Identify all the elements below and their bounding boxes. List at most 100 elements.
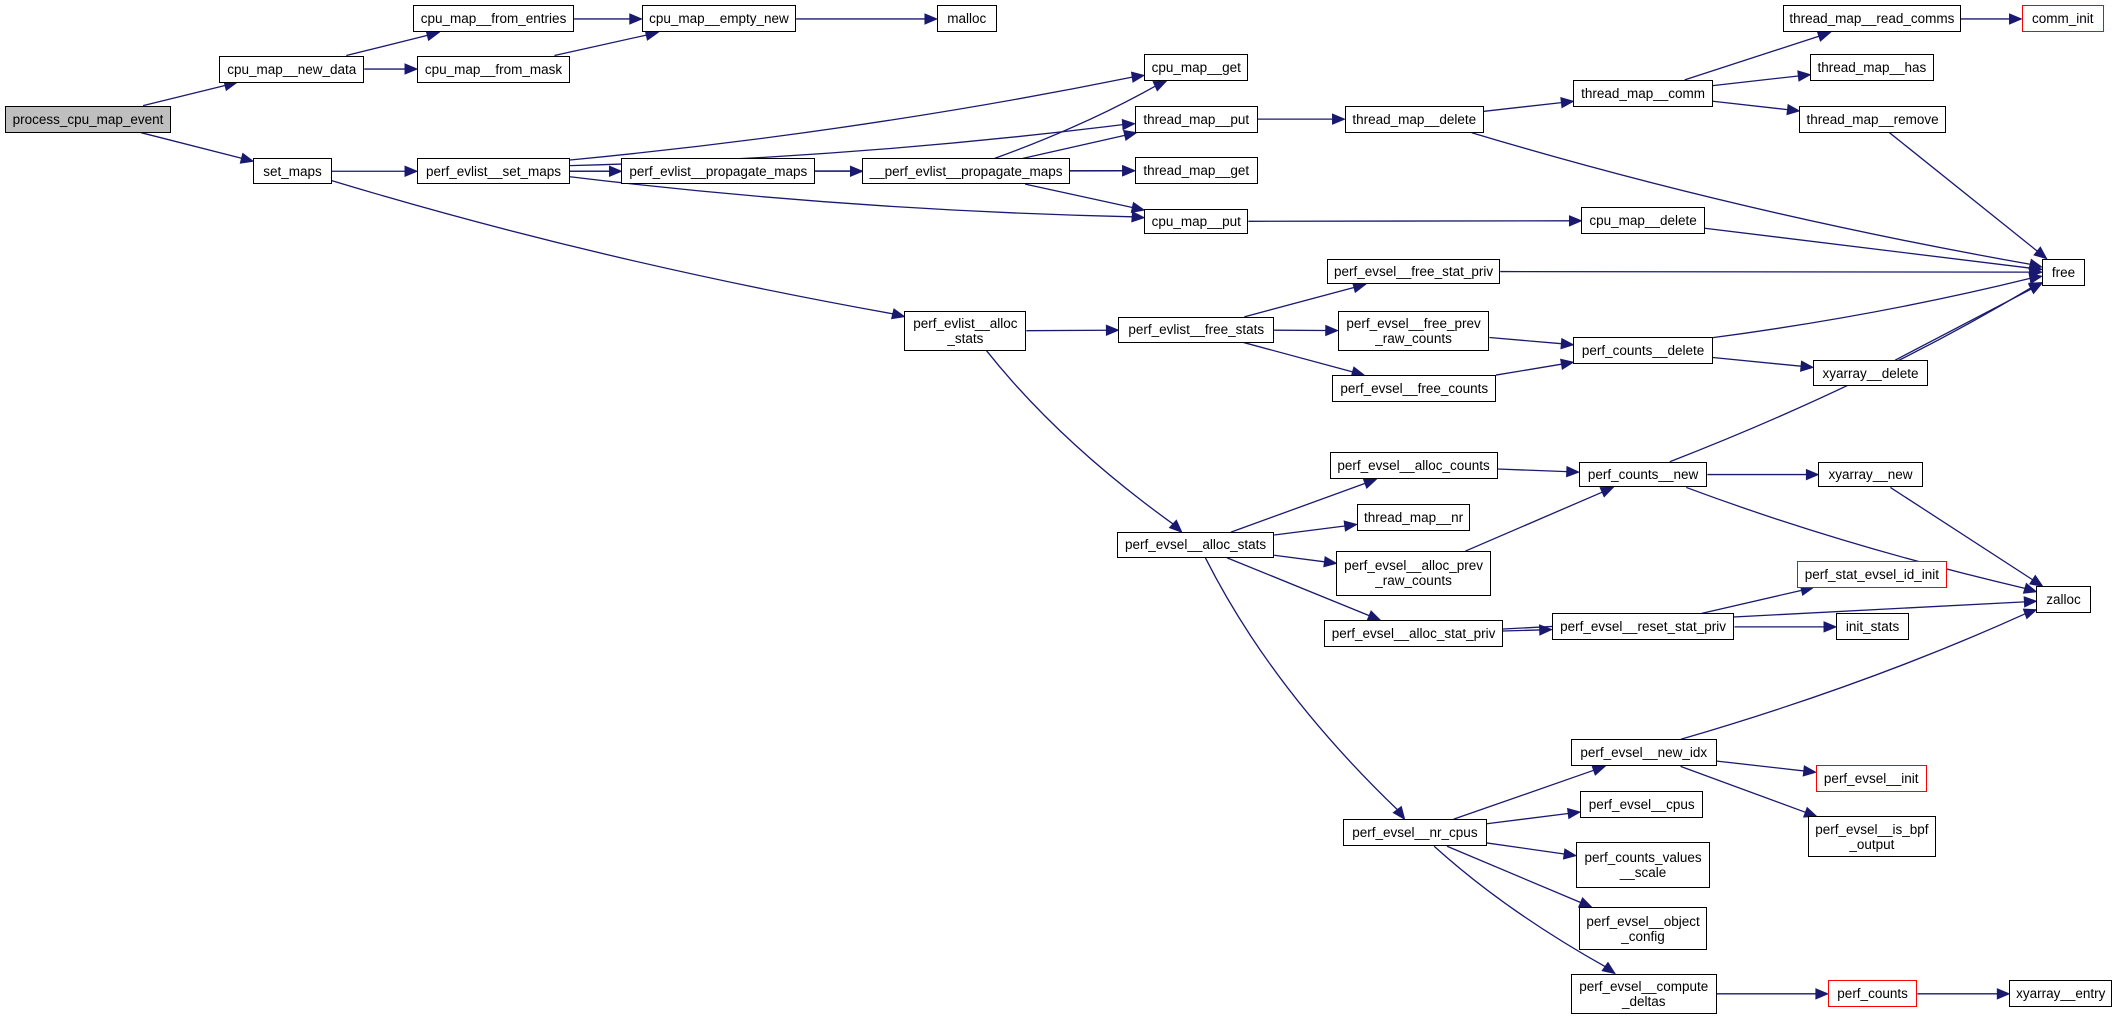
edge-perf-evlist-set-maps-to-cpu-map-put bbox=[569, 176, 1133, 218]
edge-thread-map-delete-to-free bbox=[1471, 132, 2031, 265]
edge-perf-evsel-alloc-stats-to-perf-evsel-alloc-stat-priv bbox=[1226, 557, 1370, 617]
node-perf-evsel-cpus[interactable]: perf_evsel__cpus bbox=[1580, 790, 1704, 818]
edge-cpu-map-from-mask-to-cpu-map-empty-new bbox=[554, 34, 647, 57]
arrowhead-icon bbox=[1802, 765, 1818, 777]
edge-perf-evsel-nr-cpus-to-perf-evsel-compute-deltas bbox=[1433, 845, 1606, 968]
node-init-stats[interactable]: init_stats bbox=[1836, 613, 1910, 641]
node-xyarray-delete[interactable]: xyarray__delete bbox=[1813, 360, 1929, 386]
arrowhead-icon bbox=[1168, 519, 1183, 534]
arrowhead-icon bbox=[1816, 30, 1832, 42]
node-thread-map-put[interactable]: thread_map__put bbox=[1134, 105, 1258, 133]
node-perf-evsel-free-prev-raw-counts[interactable]: perf_evsel__free_prev _raw_counts bbox=[1337, 311, 1490, 351]
edge-perf-evsel-alloc-stat-priv-to-perf-evsel-reset-stat-priv bbox=[1502, 629, 1540, 632]
node-perf-evsel-alloc-prev-raw-counts[interactable]: perf_evsel__alloc_prev _raw_counts bbox=[1336, 551, 1491, 596]
arrowhead-icon bbox=[1130, 201, 1146, 213]
edge-perf-counts-delete-to-xyarray-delete bbox=[1712, 356, 1802, 367]
node-cpu-map-new-data[interactable]: cpu_map__new_data bbox=[219, 55, 365, 83]
edge-perf-evsel-alloc-stats-to-perf-evsel-nr-cpus bbox=[1204, 557, 1398, 811]
arrowhead-icon bbox=[1577, 897, 1593, 908]
node-thread-map-read-comms[interactable]: thread_map__read_comms bbox=[1783, 5, 1961, 33]
arrowhead-icon bbox=[1325, 324, 1340, 337]
arrowhead-icon bbox=[1566, 807, 1582, 820]
arrowhead-icon bbox=[1392, 805, 1406, 821]
node-perf-evsel-alloc-counts[interactable]: perf_evsel__alloc_counts bbox=[1329, 452, 1498, 480]
arrowhead-icon bbox=[1152, 80, 1168, 92]
arrowhead-icon bbox=[1130, 71, 1146, 83]
node-perf-evlist-alloc-stats[interactable]: perf_evlist__alloc _stats bbox=[904, 311, 1027, 351]
node-perf-evsel-new-idx[interactable]: perf_evsel__new_idx bbox=[1570, 739, 1717, 767]
node-cpu-map-get[interactable]: cpu_map__get bbox=[1144, 54, 1249, 82]
arrowhead-icon bbox=[890, 308, 906, 320]
arrowhead-icon bbox=[2009, 13, 2023, 25]
node-comm-init[interactable]: comm_init bbox=[2021, 5, 2105, 33]
arrowhead-icon bbox=[1601, 961, 1616, 975]
arrowhead-icon bbox=[1805, 468, 1820, 481]
node-cpu-map-put[interactable]: cpu_map__put bbox=[1144, 208, 1249, 235]
edge-perf-evsel-new-idx-to-zalloc bbox=[1680, 613, 2026, 740]
node-perf-counts-values-scale[interactable]: perf_counts_values __scale bbox=[1576, 842, 1711, 889]
node-perf-evsel-free-counts[interactable]: perf_evsel__free_counts bbox=[1332, 375, 1497, 403]
arrowhead-icon bbox=[1786, 103, 1801, 116]
arrowhead-icon bbox=[849, 165, 864, 178]
node-cpu-map-empty-new[interactable]: cpu_map__empty_new bbox=[641, 5, 797, 33]
node-thread-map-nr[interactable]: thread_map__nr bbox=[1356, 503, 1471, 531]
node-perf-evlist-propagate-maps[interactable]: __perf_evlist__propagate_maps bbox=[862, 158, 1070, 185]
node-perf-counts[interactable]: perf_counts bbox=[1827, 980, 1918, 1008]
node-zalloc[interactable]: zalloc bbox=[2036, 586, 2091, 614]
edge-xyarray-new-to-zalloc bbox=[1890, 486, 2033, 581]
node-process-cpu-map-event: process_cpu_map_event bbox=[5, 105, 171, 133]
edge-perf-evsel-alloc-stats-to-perf-evsel-alloc-counts bbox=[1230, 482, 1366, 533]
node-thread-map-remove[interactable]: thread_map__remove bbox=[1799, 105, 1946, 133]
arrowhead-icon bbox=[1823, 621, 1838, 633]
node-malloc[interactable]: malloc bbox=[936, 5, 997, 33]
node-thread-map-delete[interactable]: thread_map__delete bbox=[1344, 105, 1484, 133]
node-perf-evsel-is-bpf-output[interactable]: perf_evsel__is_bpf _output bbox=[1807, 816, 1937, 858]
node-xyarray-entry[interactable]: xyarray__entry bbox=[2009, 980, 2113, 1008]
node-perf-evsel-init[interactable]: perf_evsel__init bbox=[1815, 765, 1927, 793]
edge-perf-evsel-new-idx-to-perf-evsel-is-bpf-output bbox=[1680, 765, 1806, 813]
arrowhead-icon bbox=[1123, 129, 1138, 142]
edge-thread-map-delete-to-thread-map-comm bbox=[1483, 101, 1562, 112]
node-perf-evsel-free-stat-priv[interactable]: perf_evsel__free_stat_priv bbox=[1326, 258, 1501, 285]
node-cpu-map-delete[interactable]: cpu_map__delete bbox=[1581, 207, 1705, 235]
arrowhead-icon bbox=[239, 152, 255, 164]
edge-perf-evlist-propagate-maps-to-cpu-map-put bbox=[1025, 183, 1133, 209]
edge-perf-evsel-free-counts-to-perf-counts-delete bbox=[1495, 363, 1562, 376]
node-cpu-map-from-entries[interactable]: cpu_map__from_entries bbox=[412, 5, 575, 33]
node-perf-evsel-nr-cpus[interactable]: perf_evsel__nr_cpus bbox=[1343, 819, 1487, 847]
arrowhead-icon bbox=[1996, 988, 2011, 1000]
node-free[interactable]: free bbox=[2041, 258, 2086, 286]
node-thread-map-get[interactable]: thread_map__get bbox=[1134, 157, 1258, 185]
node-thread-map-has[interactable]: thread_map__has bbox=[1810, 54, 1934, 82]
node-perf-evlist-set-maps[interactable]: perf_evlist__set_maps bbox=[417, 158, 571, 185]
arrowhead-icon bbox=[1122, 165, 1136, 177]
node-perf-evlist-free-stats[interactable]: perf_evlist__free_stats bbox=[1118, 316, 1275, 343]
node-set-maps[interactable]: set_maps bbox=[253, 158, 332, 185]
arrowhead-icon bbox=[1560, 96, 1575, 109]
node-perf-stat-evsel-id-init[interactable]: perf_stat_evsel_id_init bbox=[1796, 560, 1948, 588]
arrowhead-icon bbox=[1366, 610, 1382, 621]
node-thread-map-comm[interactable]: thread_map__comm bbox=[1573, 79, 1713, 107]
edge-perf-evsel-nr-cpus-to-perf-evsel-object-config bbox=[1446, 845, 1581, 904]
node-perf-evsel-alloc-stats[interactable]: perf_evsel__alloc_stats bbox=[1117, 532, 1275, 558]
arrowhead-icon bbox=[1323, 556, 1338, 568]
edge-thread-map-comm-to-thread-map-read-comms bbox=[1684, 35, 1820, 81]
edge-perf-evlist-alloc-stats-to-perf-evsel-alloc-stats bbox=[986, 350, 1174, 525]
arrowhead-icon bbox=[1332, 113, 1346, 125]
node-perf-evsel-alloc-stat-priv[interactable]: perf_evsel__alloc_stat_priv bbox=[1324, 620, 1503, 648]
node-perf-evsel-reset-stat-priv[interactable]: perf_evsel__reset_stat_priv bbox=[1551, 613, 1735, 641]
node-perf-counts-new[interactable]: perf_counts__new bbox=[1578, 461, 1708, 488]
node-perf-evsel-compute-deltas[interactable]: perf_evsel__compute _deltas bbox=[1570, 973, 1717, 1015]
edge-perf-evsel-alloc-stats-to-perf-evsel-alloc-prev-raw-counts bbox=[1274, 554, 1325, 563]
node-perf-counts-delete[interactable]: perf_counts__delete bbox=[1573, 337, 1713, 365]
arrowhead-icon bbox=[2028, 272, 2044, 285]
edge-perf-evsel-reset-stat-priv-to-perf-stat-evsel-id-init bbox=[1701, 589, 1802, 614]
node-cpu-map-from-mask[interactable]: cpu_map__from_mask bbox=[417, 55, 571, 83]
edge-perf-evsel-nr-cpus-to-perf-evsel-cpus bbox=[1486, 812, 1569, 825]
edge-thread-map-remove-to-free bbox=[1889, 132, 2038, 252]
node-perf-evsel-object-config[interactable]: perf_evsel__object _config bbox=[1578, 907, 1708, 951]
node-xyarray-new[interactable]: xyarray__new bbox=[1818, 461, 1923, 488]
node-perf-evlist-propagate-maps[interactable]: perf_evlist__propagate_maps bbox=[621, 158, 816, 185]
edge-perf-counts-new-to-zalloc bbox=[1686, 486, 2026, 589]
edge-perf-evlist-propagate-maps-to-cpu-map-get bbox=[994, 85, 1156, 160]
